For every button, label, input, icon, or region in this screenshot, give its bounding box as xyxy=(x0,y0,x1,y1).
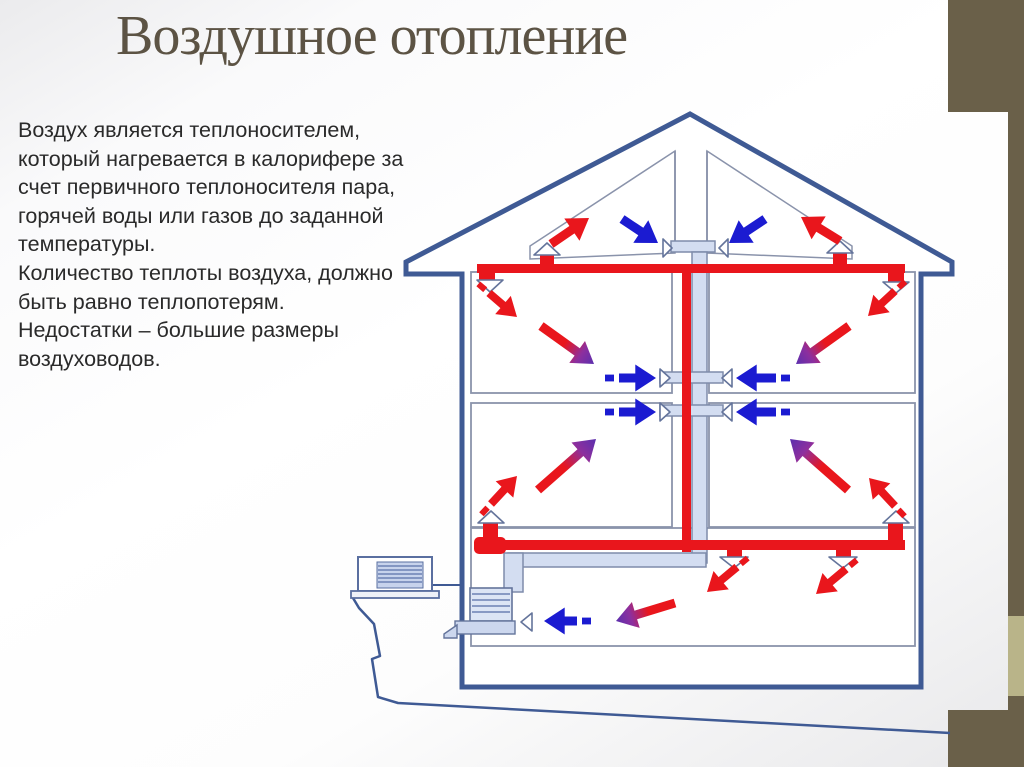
attic-right-return-arrow xyxy=(729,215,768,243)
basement-supply1-arrow-tail-dash xyxy=(738,555,750,567)
attic-left-warm-arrow xyxy=(548,218,589,248)
floor1-return-right-arrow-tail-dash xyxy=(781,408,790,416)
floor1-right-flow-arrow xyxy=(790,439,851,494)
floor2-return-right-arrow-body xyxy=(736,364,776,392)
floor1-return-right-arrow-body xyxy=(736,398,776,426)
supply-diffuser-up xyxy=(826,240,854,254)
floor2-left-supply-arrow-body xyxy=(486,290,517,317)
floor2-left-flow-arrow-body xyxy=(538,322,594,364)
central-supply-riser xyxy=(682,264,691,552)
basement-return-arrow-tail-dash xyxy=(582,617,591,625)
duct-drop-to-heater xyxy=(503,552,524,593)
airflow-layer xyxy=(476,215,910,635)
floor2-right-supply-arrow-body xyxy=(868,288,898,316)
floor2-return-right-arrow xyxy=(736,364,790,392)
ground-line xyxy=(351,597,951,735)
decor-top-right-block xyxy=(948,0,1024,112)
basement-stub-2 xyxy=(836,549,851,558)
floor1-right-supply-arrow-tail-dash xyxy=(896,507,907,519)
return-grille-funnel xyxy=(659,368,671,388)
floor1-return-right-arrow xyxy=(736,398,790,426)
floor2-return-left-arrow xyxy=(605,364,656,392)
floor1-left-supply-arrow xyxy=(479,476,517,517)
room-outline-floor1-right xyxy=(708,402,916,528)
supply-pipes xyxy=(474,253,905,558)
attic-duct-tee xyxy=(670,240,716,253)
decor-right-strip xyxy=(1008,112,1024,767)
floor2-right-flow-arrow xyxy=(796,322,852,364)
return-grille-funnel xyxy=(659,402,671,422)
attic-pipe-left-elbow xyxy=(479,264,495,282)
floor1-return-left-arrow-tail-dash xyxy=(605,408,614,416)
attic-right-warm-arrow xyxy=(801,216,843,245)
attic-left-warm-arrow-body xyxy=(548,218,589,248)
supply-diffuser-up xyxy=(477,510,505,524)
room-outline-floor1-left xyxy=(470,402,673,528)
floor1-pipe-right-riser xyxy=(888,522,903,542)
attic-stub-right xyxy=(833,253,847,265)
outdoor-unit-platform xyxy=(350,590,440,599)
basement-return-arrow-body xyxy=(544,607,577,635)
floor1-level-supply-pipe xyxy=(479,540,905,550)
basement-return-arrow xyxy=(544,607,591,635)
slide-title: Воздушное отопление xyxy=(116,5,628,67)
supply-diffuser-up xyxy=(533,242,561,256)
floor2-return-right-arrow-tail-dash xyxy=(781,374,790,382)
floor1-right-supply-arrow xyxy=(869,478,907,519)
floor1-left-supply-arrow-tail-dash xyxy=(479,505,490,517)
return-grille-funnel xyxy=(718,238,729,258)
heater-supply-junction xyxy=(474,537,506,554)
basement-supply2-arrow-tail-dash xyxy=(847,557,859,569)
floor2-left-supply-arrow-tail-dash xyxy=(476,281,488,293)
attic-left-return-arrow xyxy=(619,215,658,243)
basement-stub-1 xyxy=(727,549,742,558)
basement-supply1-arrow-body xyxy=(707,563,740,592)
basement-supply2-arrow xyxy=(816,557,859,594)
floor1-right-supply-arrow-body xyxy=(869,478,898,509)
basement-flow-arrow-body xyxy=(616,598,677,628)
attic-right-return-arrow-body xyxy=(729,215,768,243)
basement-return-duct xyxy=(507,552,707,568)
slide-body-text: Воздух является теплоносителем, который … xyxy=(18,118,404,371)
floor2-right-flow-arrow-body xyxy=(796,322,852,364)
heater-body xyxy=(469,587,513,622)
floor2-return-left-arrow-tail-dash xyxy=(605,374,614,382)
floor1-return-left-arrow xyxy=(605,398,656,426)
floor2-right-supply-arrow-tail-dash xyxy=(896,279,908,290)
floor1-left-flow-arrow-body xyxy=(535,439,596,494)
floor1-return-left-arrow-body xyxy=(619,398,656,426)
basement-supply1-arrow xyxy=(707,555,750,592)
return-grille-funnel xyxy=(721,402,733,422)
floor2-right-supply-arrow xyxy=(868,279,908,316)
air-heater-unit xyxy=(443,587,516,639)
attic-pipe-right-elbow xyxy=(888,264,904,282)
attic-left-return-arrow-body xyxy=(619,215,658,243)
heater-base-lip xyxy=(443,623,458,639)
floor1-left-flow-arrow xyxy=(535,439,596,494)
return-grille-funnel xyxy=(520,612,533,632)
outdoor-unit xyxy=(350,556,461,599)
attic-stub-left xyxy=(540,253,554,265)
decor-bottom-right-block xyxy=(948,710,1024,767)
attic-right-warm-arrow-body xyxy=(801,216,843,245)
basement-supply2-arrow-body xyxy=(816,565,849,594)
decor-right-strip-light-segment xyxy=(1008,616,1024,696)
floor1-right-flow-arrow-body xyxy=(790,439,851,494)
floor2-left-supply-arrow xyxy=(476,281,517,317)
return-grille-funnel xyxy=(662,238,673,258)
basement-flow-arrow xyxy=(616,598,677,628)
return-grille-funnel xyxy=(721,368,733,388)
heater-base-tray xyxy=(454,620,516,635)
floor1-left-supply-arrow-body xyxy=(488,476,517,507)
floor2-left-flow-arrow xyxy=(538,322,594,364)
floor2-return-left-arrow-body xyxy=(619,364,656,392)
return-air-ducts xyxy=(503,240,724,593)
